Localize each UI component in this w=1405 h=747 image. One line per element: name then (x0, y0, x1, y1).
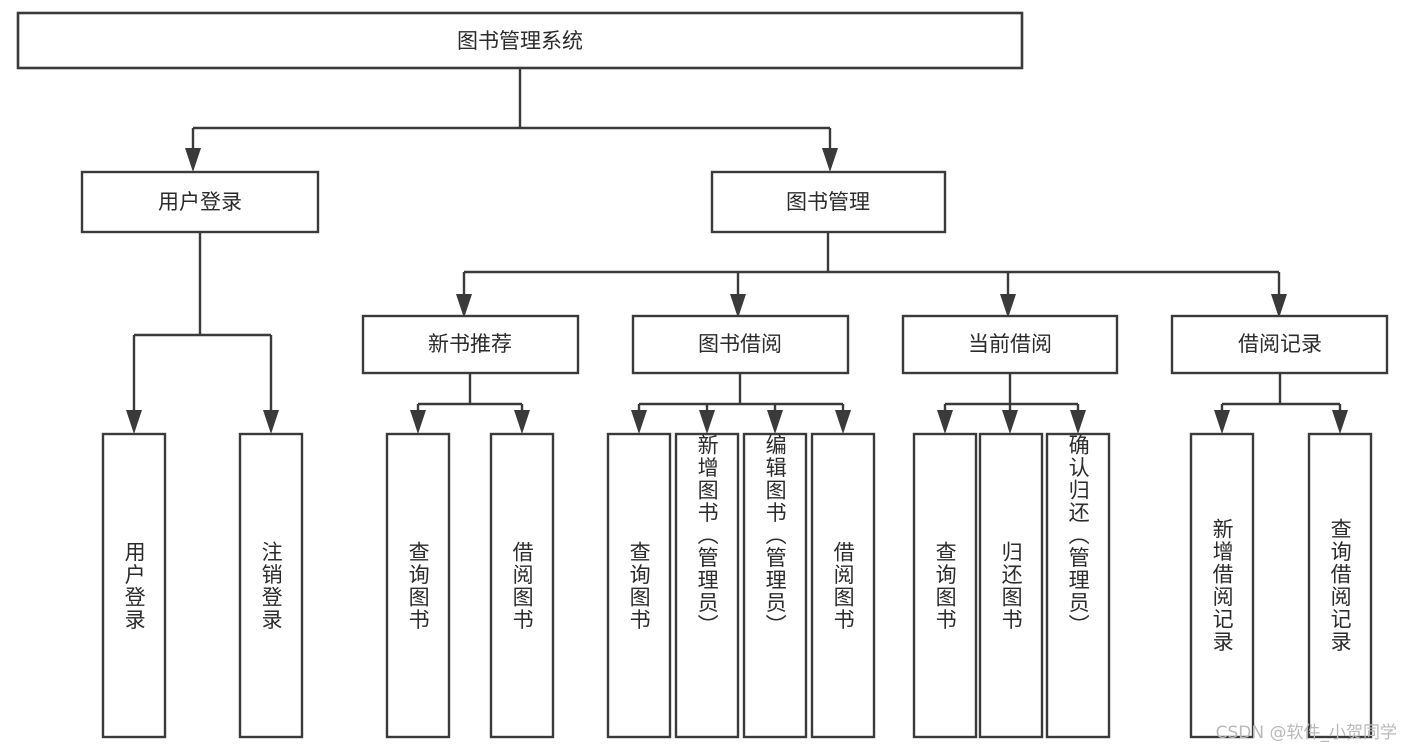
connector-layer (126, 68, 1348, 434)
arrow-head-icon (1070, 410, 1086, 434)
node-leaf[interactable] (606, 432, 672, 739)
node-book-management[interactable] (710, 170, 947, 234)
arrow-head-icon (1002, 410, 1018, 434)
arrow-head-icon (730, 294, 746, 318)
arrow-head-icon (185, 148, 201, 172)
arrow-head-icon (126, 410, 142, 434)
node-leaf[interactable] (810, 432, 876, 739)
node-new-book-recommend[interactable] (361, 314, 580, 375)
label-layer: 图书管理系统 用户登录 图书管理 新书推荐 图书借阅 当前借阅 借阅记录 (158, 29, 1322, 356)
arrow-head-icon (937, 410, 953, 434)
arrow-head-icon (410, 410, 426, 434)
node-leaf[interactable] (912, 432, 978, 739)
node-leaf[interactable] (1307, 432, 1373, 739)
node-root-label: 图书管理系统 (457, 29, 583, 53)
node-leaf[interactable] (1189, 432, 1255, 739)
node-new-book-recommend-label: 新书推荐 (428, 332, 512, 356)
node-leaf[interactable] (674, 432, 740, 739)
arrow-head-icon (1271, 294, 1287, 318)
node-borrow-record[interactable] (1170, 314, 1389, 375)
arrow-head-icon (263, 410, 279, 434)
node-user-login-label: 用户登录 (158, 190, 242, 214)
arrow-head-icon (1214, 410, 1230, 434)
node-current-borrow[interactable] (901, 314, 1119, 375)
node-book-borrow[interactable] (631, 314, 850, 375)
arrow-head-icon (1000, 294, 1016, 318)
node-leaf[interactable] (385, 432, 451, 739)
arrow-head-icon (514, 410, 530, 434)
node-leaf[interactable] (978, 432, 1044, 739)
node-leaf[interactable] (101, 432, 167, 739)
node-user-login[interactable] (80, 170, 320, 234)
node-leaf[interactable] (238, 432, 304, 739)
arrow-head-icon (456, 294, 472, 318)
arrow-head-icon (699, 410, 715, 434)
arrow-head-icon (835, 410, 851, 434)
node-borrow-record-label: 借阅记录 (1238, 332, 1322, 356)
node-leaf[interactable] (489, 432, 555, 739)
arrow-head-icon (1332, 410, 1348, 434)
node-book-borrow-label: 图书借阅 (698, 332, 782, 356)
node-leaf[interactable] (1045, 432, 1111, 739)
node-root[interactable] (16, 11, 1024, 70)
node-book-management-label: 图书管理 (786, 190, 870, 214)
node-leaf[interactable] (742, 432, 808, 739)
arrow-head-icon (822, 148, 838, 172)
arrow-head-icon (631, 410, 647, 434)
arrow-head-icon (767, 410, 783, 434)
node-layer (16, 11, 1389, 739)
node-current-borrow-label: 当前借阅 (968, 332, 1052, 356)
